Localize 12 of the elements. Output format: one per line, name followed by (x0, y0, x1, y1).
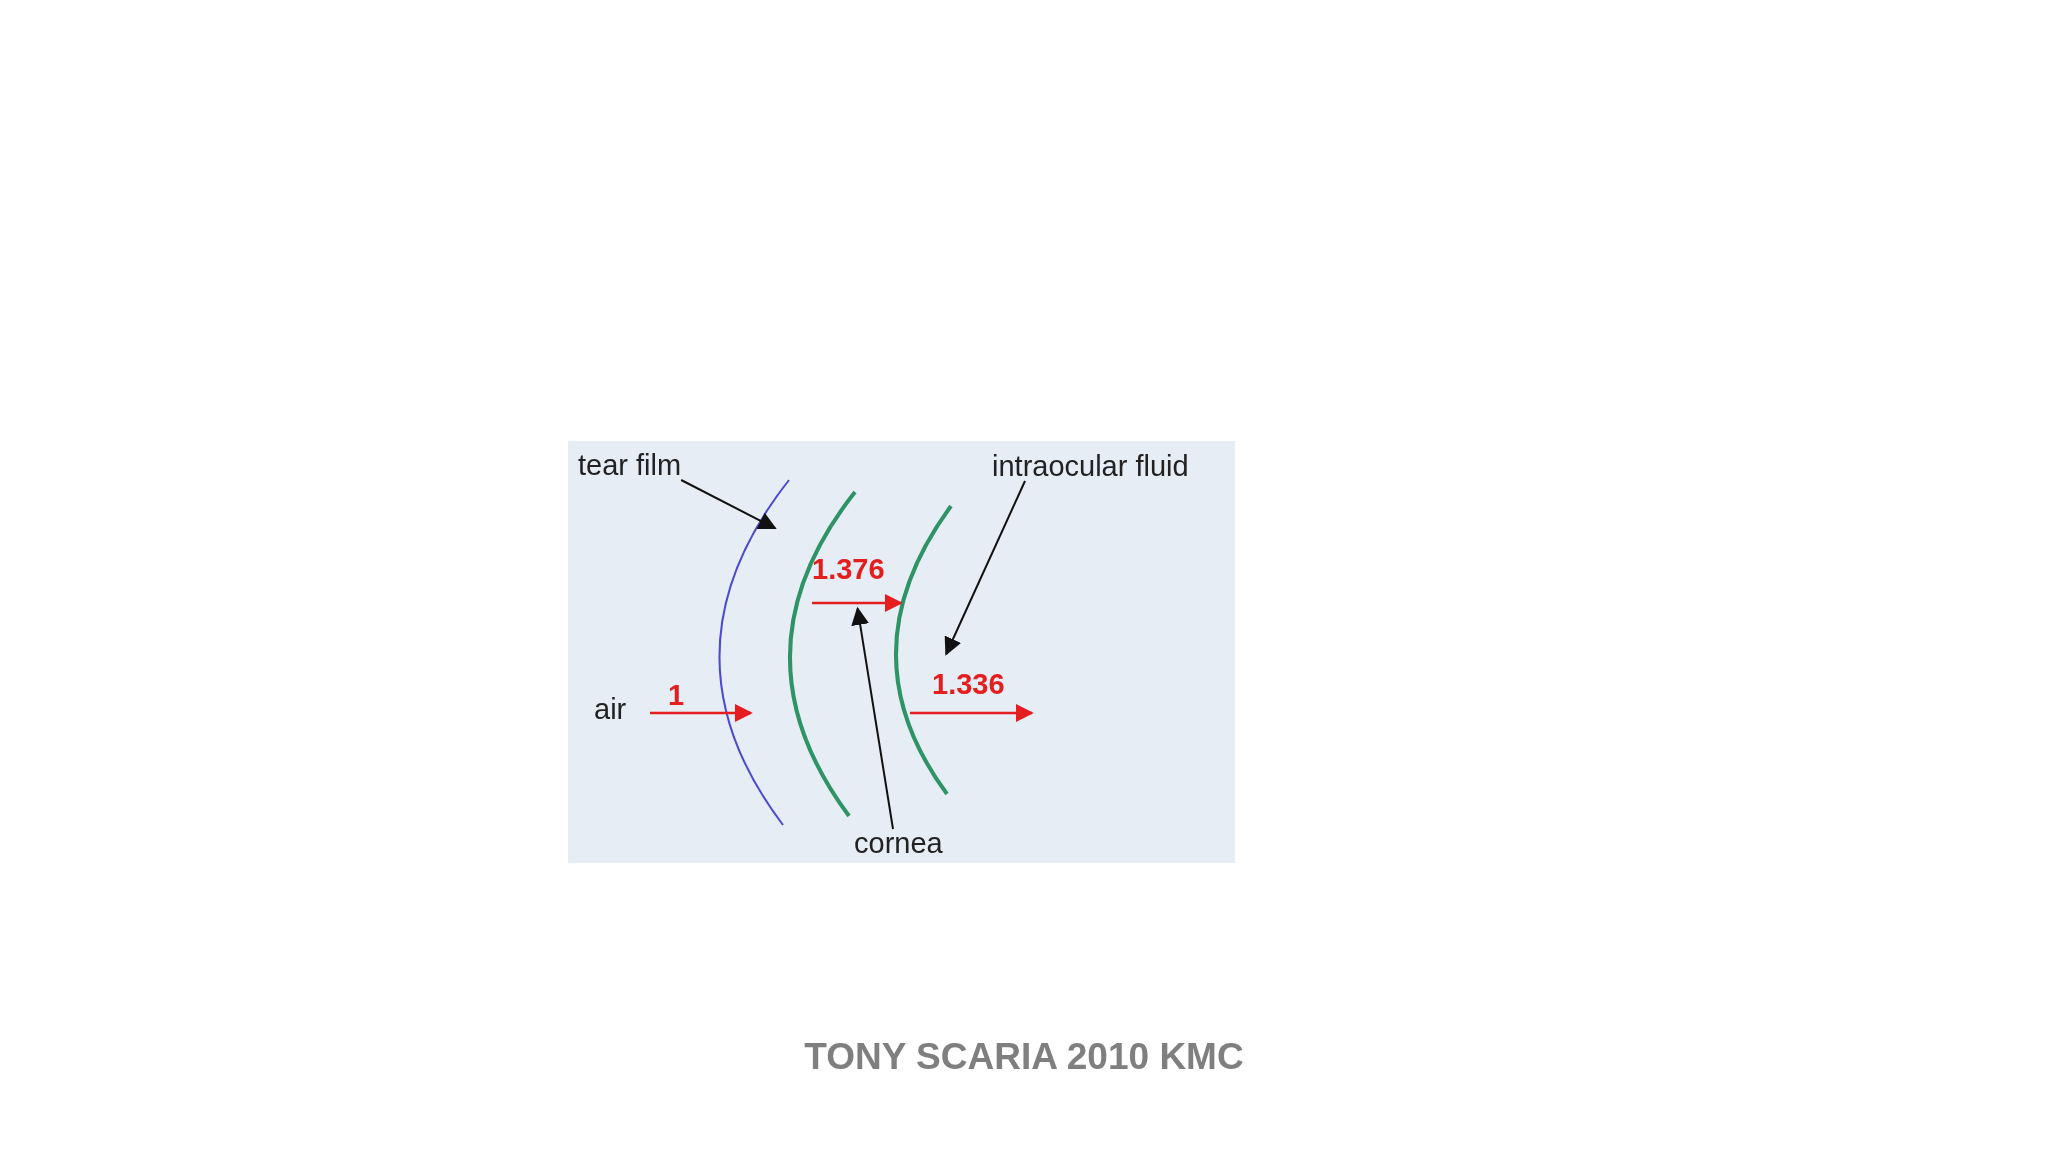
callout-label: intraocular fluid (992, 452, 1189, 481)
callout-label: cornea (854, 829, 943, 858)
leader-line (944, 480, 1026, 656)
refractive-index-value: 1.376 (812, 555, 885, 584)
refractive-index-value: 1.336 (932, 670, 1005, 699)
callout-label: tear film (578, 451, 682, 480)
leader-line (680, 479, 777, 530)
refractive-index-value: 1 (668, 681, 685, 710)
tear-film-curve (718, 479, 790, 826)
footer-caption: TONY SCARIA 2010 KMC (803, 1036, 1245, 1078)
leader-line (851, 606, 894, 830)
medium-label: air (594, 695, 627, 724)
